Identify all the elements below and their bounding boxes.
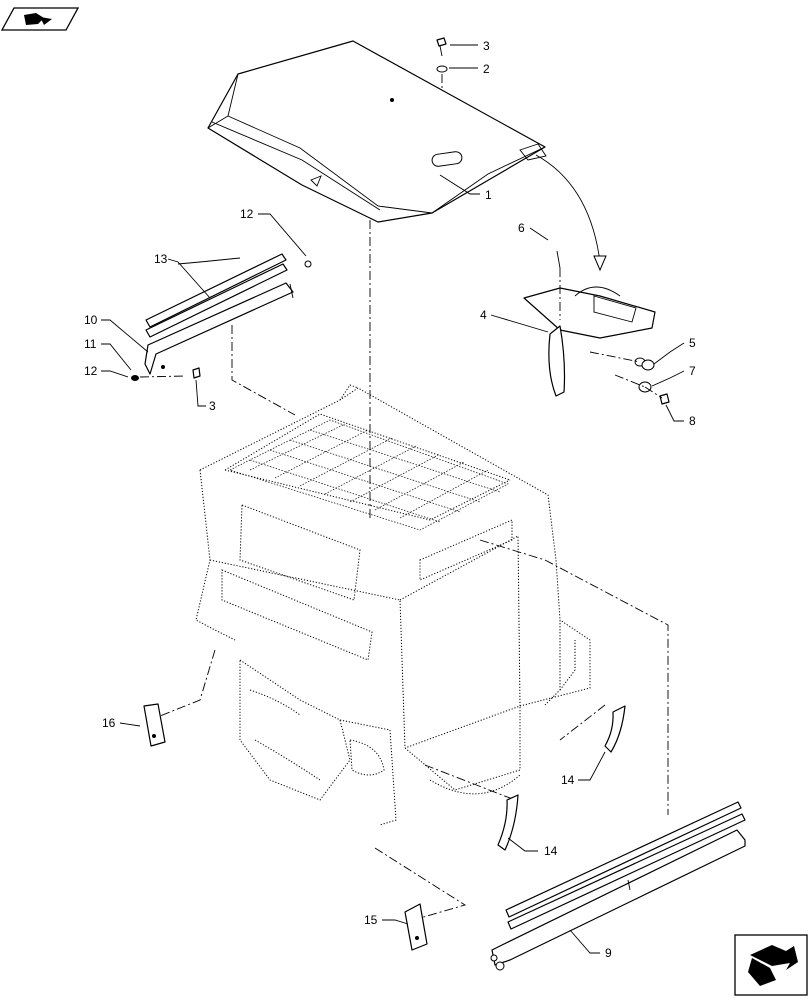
callout-13: 13 [154, 252, 168, 266]
detail-arrow [535, 154, 601, 263]
assembly-guide-lines [149, 220, 669, 919]
bracket-14-right [604, 705, 626, 753]
callout-3-top: 3 [483, 39, 490, 53]
view-direction-icon[interactable] [0, 7, 80, 31]
callout-5: 5 [689, 336, 696, 350]
callout-12-left: 12 [84, 364, 98, 378]
callout-2: 2 [483, 62, 490, 76]
bracket-14-center [497, 794, 519, 851]
callout-14-center: 14 [544, 844, 558, 858]
leader-lines [101, 44, 685, 954]
callout-11: 11 [84, 337, 97, 351]
callout-6: 6 [518, 221, 525, 235]
left-rail-assembly [131, 253, 312, 381]
callout-1: 1 [485, 188, 492, 202]
detail-arrow-head [593, 255, 607, 272]
cover-panel [207, 40, 547, 223]
callout-3-left: 3 [209, 399, 216, 413]
callout-labels: 3 2 1 6 4 5 7 8 12 13 10 11 12 3 16 14 1… [84, 39, 696, 960]
bracket-15 [404, 903, 428, 951]
right-rail-assembly [490, 801, 746, 971]
callout-10: 10 [84, 313, 98, 327]
callout-8: 8 [689, 414, 696, 428]
callout-7: 7 [689, 364, 696, 378]
callout-14-right: 14 [561, 773, 575, 787]
callout-15: 15 [364, 913, 378, 927]
continuation-arrow-icon[interactable] [734, 934, 808, 996]
screw-and-washer-top [436, 37, 448, 90]
chassis-body [195, 384, 591, 826]
callout-16: 16 [102, 716, 116, 730]
callout-12-top: 12 [240, 207, 254, 221]
callout-4: 4 [480, 308, 487, 322]
callout-9: 9 [605, 946, 612, 960]
latch-assembly [523, 250, 670, 405]
bracket-16 [143, 703, 166, 747]
